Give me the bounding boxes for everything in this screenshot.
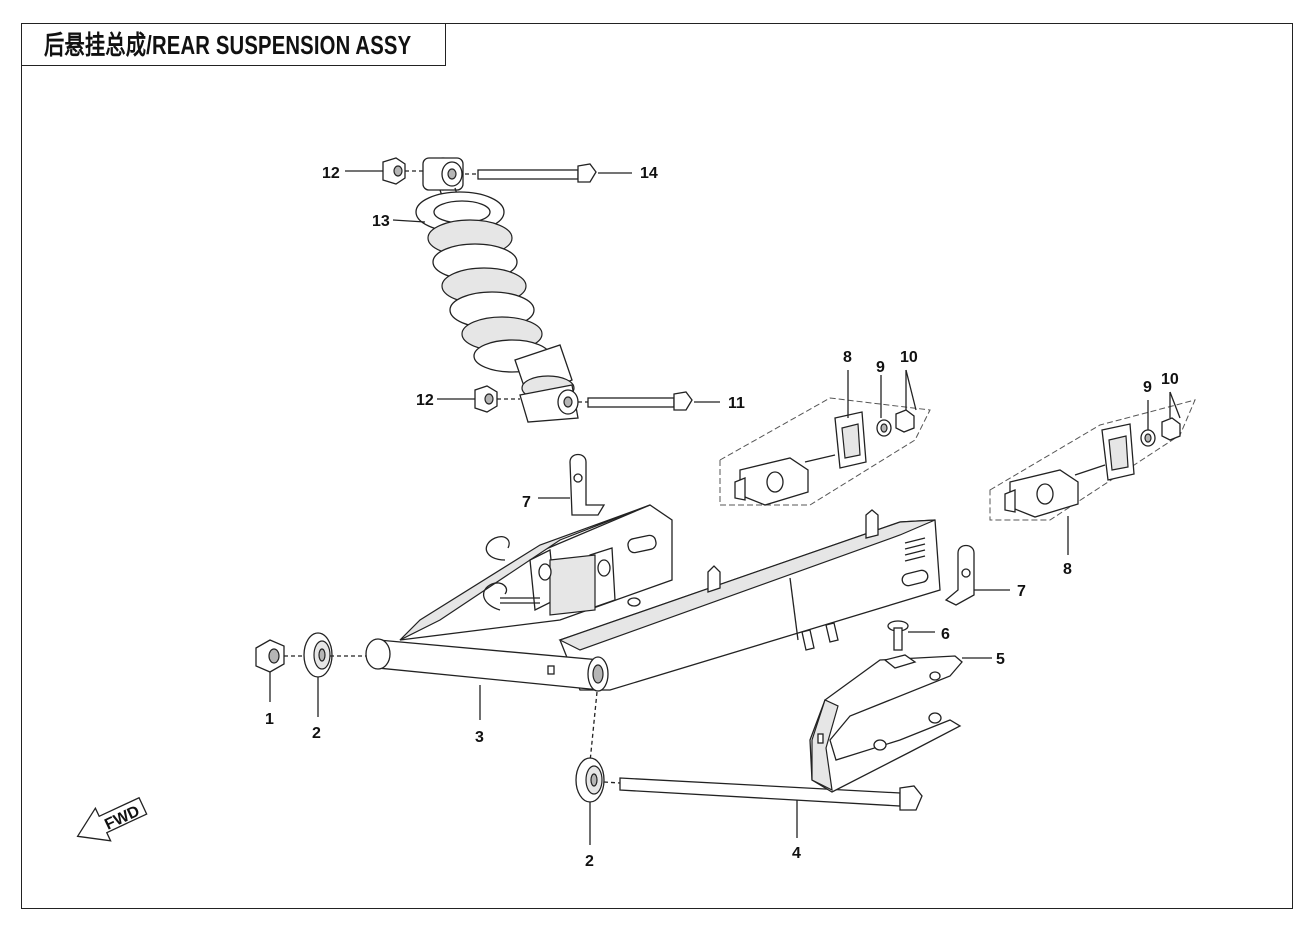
swingarm [365, 504, 941, 720]
callout-9-left: 9 [876, 359, 885, 376]
nut-12-bottom [437, 385, 520, 413]
callout-10-right: 10 [1161, 371, 1179, 388]
bracket-7-right [944, 544, 1010, 606]
page-title: 后悬挂总成/REAR SUSPENSION ASSY [44, 30, 412, 60]
callout-11: 11 [728, 395, 745, 412]
nut-1 [255, 639, 285, 702]
callout-8-left: 8 [843, 349, 852, 366]
bolt-6 [887, 620, 935, 651]
callout-4: 4 [792, 845, 801, 862]
callout-14: 14 [640, 165, 658, 182]
bolt-11 [578, 391, 720, 411]
fwd-arrow-icon: FWD [76, 796, 148, 842]
callout-10-left: 10 [900, 349, 918, 366]
callout-8-right: 8 [1063, 561, 1072, 578]
washer-2-left [303, 632, 333, 717]
nut-12-top [345, 157, 423, 185]
title-box: 后悬挂总成/REAR SUSPENSION ASSY [21, 23, 446, 66]
callout-13: 13 [372, 213, 390, 230]
pivot-axle-4 [603, 777, 923, 838]
shock-absorber [415, 157, 579, 423]
callout-2-bottom: 2 [585, 853, 594, 870]
chain-adjuster-left [719, 369, 931, 506]
callout-3: 3 [475, 729, 484, 746]
callout-7-right: 7 [1017, 583, 1026, 600]
callout-6: 6 [941, 626, 950, 643]
callout-5: 5 [996, 651, 1005, 668]
washer-2-bottom [575, 691, 605, 845]
chain-slider-5 [809, 654, 992, 793]
drawing-frame [21, 23, 1293, 909]
callout-1: 1 [265, 711, 274, 728]
callout-12-top: 12 [322, 165, 340, 182]
callout-12-bottom: 12 [416, 392, 434, 409]
bracket-7-left [538, 453, 606, 516]
callout-2-left: 2 [312, 725, 321, 742]
callout-9-right: 9 [1143, 379, 1152, 396]
bolt-14 [465, 163, 632, 183]
callout-7-left: 7 [522, 494, 531, 511]
chain-adjuster-right [989, 391, 1196, 555]
